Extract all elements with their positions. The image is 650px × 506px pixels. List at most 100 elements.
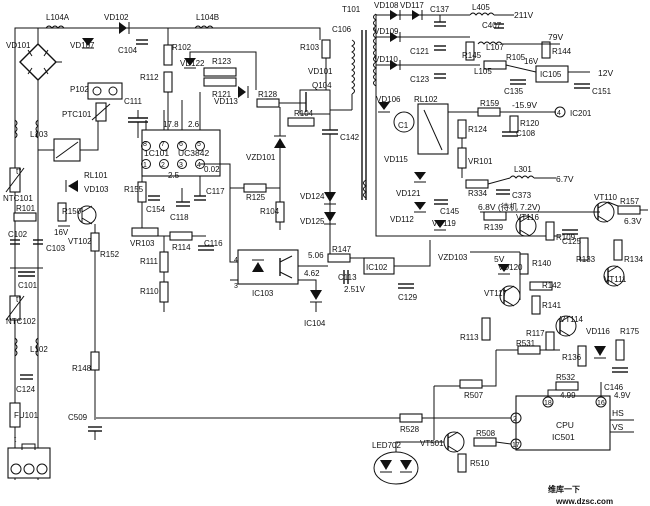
label-ntc102: NTC102 (6, 317, 36, 326)
label-t2: t° (16, 295, 21, 304)
label-pin4: 4 (197, 162, 201, 169)
label-r105: R105 (506, 53, 526, 62)
label-2-6: 2.6 (188, 120, 200, 129)
label-211v: 211V (514, 10, 534, 20)
label-vd124: VD124 (300, 192, 325, 201)
vt117 (499, 285, 521, 307)
fu101 (9, 402, 21, 428)
label-r532: R532 (556, 373, 576, 382)
label-6-3v: 6.3V (624, 216, 642, 226)
label-r155: R155 (124, 185, 144, 194)
ac-plug (7, 447, 51, 479)
label-ic102: IC102 (366, 263, 388, 272)
vt116 (515, 215, 537, 237)
label-pin3: 3 (179, 162, 183, 169)
label-r136: R136 (562, 353, 582, 362)
label-r142: R142 (542, 281, 562, 290)
label-2-5: 2.5 (168, 171, 180, 180)
label-opto-pin4: 4 (234, 257, 238, 264)
component-labels: L104A VD102 L104B VD101 VD107 C104 R102 … (3, 1, 644, 468)
ic103-optocoupler (237, 249, 299, 285)
watermark-url: www.dzsc.com (555, 497, 613, 506)
label-c118: C118 (170, 213, 189, 222)
label-r507: R507 (464, 391, 484, 400)
label-r528: R528 (400, 425, 420, 434)
label-5-06: 5.06 (308, 251, 324, 260)
label-12v: 12V (598, 68, 613, 78)
label-4-99: 4.99 (560, 391, 576, 400)
label-vt116: VT116 (516, 213, 540, 222)
label-16v-secondary: 16V (524, 57, 539, 66)
label-r152: R152 (100, 250, 120, 259)
label-vt114: VT114 (560, 315, 584, 324)
input-section (5, 27, 123, 480)
label-c124: C124 (16, 385, 36, 394)
label-vzd103: VZD103 (438, 253, 468, 262)
label-c373: C373 (512, 191, 532, 200)
label-c151: C151 (592, 87, 612, 96)
label-c137: C137 (430, 5, 450, 14)
label-r144: R144 (552, 47, 572, 56)
label-r141: R141 (542, 301, 562, 310)
label-fu101: FU101 (14, 411, 39, 420)
label-ic104: IC104 (304, 319, 326, 328)
label-r104-lower: R104 (260, 207, 280, 216)
label-c104: C104 (118, 46, 138, 55)
label-c142: C142 (340, 133, 360, 142)
label-vd107: VD107 (70, 41, 95, 50)
label-vd101: VD101 (6, 41, 31, 50)
label-r140: R140 (532, 259, 552, 268)
primary-section (45, 22, 431, 312)
secondary-outputs (363, 10, 590, 237)
cpu-ic501 (515, 395, 611, 451)
label-l104a: L104A (46, 13, 70, 22)
label-q104: Q104 (312, 81, 332, 90)
label-ic105: IC105 (540, 70, 562, 79)
label-r124: R124 (468, 125, 488, 134)
label-pin2-cpu: 2 (513, 416, 517, 423)
label-led702: LED702 (372, 441, 401, 450)
label-79v: 79V (548, 32, 563, 42)
label-5v: 5V (494, 254, 505, 264)
label-6-7v: 6.7V (556, 174, 574, 184)
label-l107: L107 (486, 43, 504, 52)
label-r128: R128 (258, 90, 278, 99)
label-cpu: CPU (556, 420, 574, 430)
label-pin17: 17 (512, 442, 520, 449)
label-c106: C106 (332, 25, 352, 34)
label-r147: R147 (332, 245, 352, 254)
vt114 (555, 315, 577, 337)
label-pin18: 18 (544, 400, 552, 407)
label-pin8: 8 (143, 141, 147, 148)
label-r120: R120 (520, 119, 540, 128)
label-r510: R510 (470, 459, 490, 468)
label-r145: R145 (462, 51, 482, 60)
label-c101: C101 (18, 281, 38, 290)
label-r114: R114 (172, 243, 191, 252)
label-4-62: 4.62 (304, 269, 320, 278)
label-vt501: VT501 (420, 439, 444, 448)
label-ic101: 1C101 (144, 148, 169, 158)
label-r111: R111 (140, 257, 158, 266)
label-r109: R109 (556, 233, 576, 242)
label-c116: C116 (204, 239, 223, 248)
label-c129: C129 (398, 293, 418, 302)
label-l102: L102 (30, 345, 48, 354)
r101 (13, 212, 37, 222)
label-r101: R101 (16, 204, 36, 213)
label-vd115: VD115 (384, 155, 408, 164)
label-vd106: VD106 (376, 95, 401, 104)
label-l105: L105 (474, 67, 492, 76)
label-c146: C146 (604, 383, 624, 392)
label-vd110: VD110 (374, 55, 398, 64)
label-t101: T101 (342, 5, 361, 14)
label-vt102: VT102 (68, 237, 92, 246)
vt501 (443, 431, 465, 453)
label-c102: C102 (8, 230, 28, 239)
label-r508: R508 (476, 429, 496, 438)
label-4-9v: 4.9V (614, 391, 631, 400)
label-r104-upper: R104 (294, 109, 314, 118)
watermark: 维库一下 www.dzsc.com (548, 484, 613, 506)
label-uc3842: UC3842 (178, 148, 209, 158)
